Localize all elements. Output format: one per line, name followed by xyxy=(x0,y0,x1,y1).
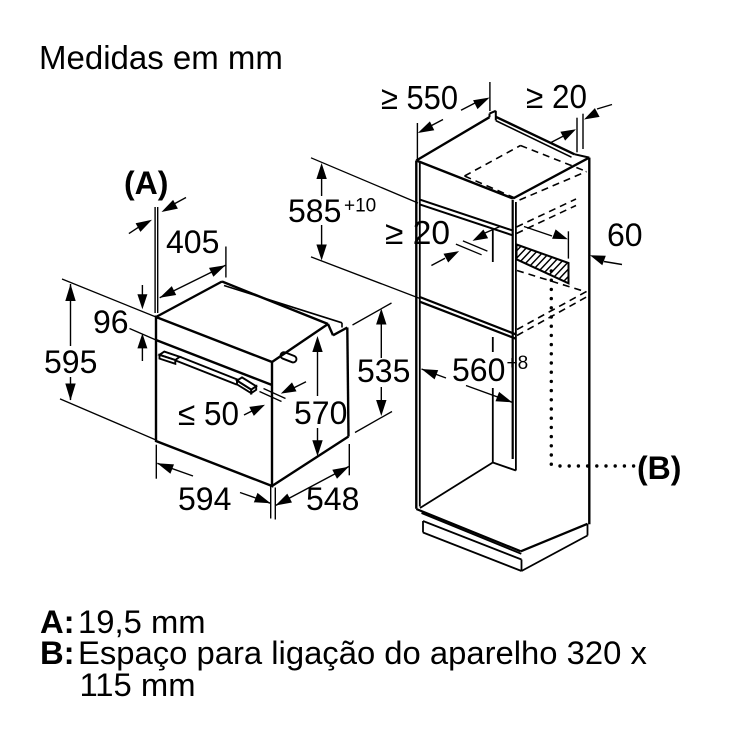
svg-text:≤ 50: ≤ 50 xyxy=(178,395,239,432)
svg-text:19,5 mm: 19,5 mm xyxy=(78,603,206,640)
svg-text:585: 585 xyxy=(288,193,341,229)
svg-text:+8: +8 xyxy=(507,353,529,374)
svg-text:594: 594 xyxy=(178,481,231,517)
svg-text:570: 570 xyxy=(294,395,347,431)
svg-text:≥ 20: ≥ 20 xyxy=(385,214,450,251)
svg-text:≥ 550: ≥ 550 xyxy=(381,79,458,116)
svg-text:96: 96 xyxy=(93,304,129,340)
svg-text:(B): (B) xyxy=(637,450,681,486)
svg-text:Medidas em mm: Medidas em mm xyxy=(39,39,283,76)
svg-text:548: 548 xyxy=(306,481,359,517)
svg-text:535: 535 xyxy=(357,353,410,389)
svg-text:≥ 20: ≥ 20 xyxy=(526,78,587,115)
svg-text:560: 560 xyxy=(452,352,505,388)
svg-text:A:: A: xyxy=(40,603,75,640)
svg-text:595: 595 xyxy=(44,344,97,380)
svg-text:60: 60 xyxy=(607,217,643,253)
svg-text:405: 405 xyxy=(166,224,219,260)
svg-text:(A): (A) xyxy=(124,165,168,201)
svg-text:115 mm: 115 mm xyxy=(80,666,196,703)
svg-text:Espaço para ligação do aparelh: Espaço para ligação do aparelho 320 x xyxy=(78,634,647,671)
svg-text:+10: +10 xyxy=(344,196,376,217)
svg-text:B:: B: xyxy=(40,634,75,671)
